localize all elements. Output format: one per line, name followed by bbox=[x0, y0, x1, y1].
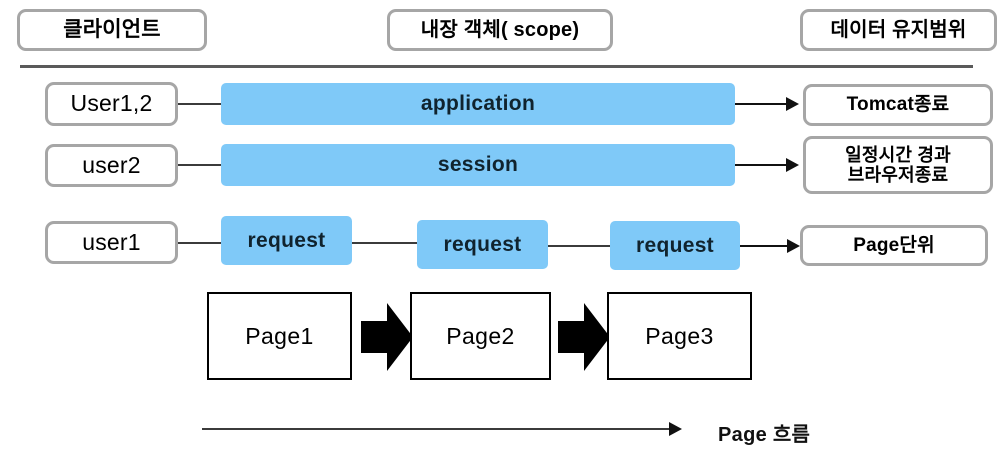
header-lifetime-label: 데이터 유지범위 bbox=[830, 18, 967, 41]
page-box-2-label: Page2 bbox=[446, 322, 515, 349]
scope-bar-session: session bbox=[221, 144, 735, 186]
page-flow-label: Page 흐름 bbox=[718, 424, 811, 446]
connector-user2-to-session bbox=[178, 164, 221, 166]
arrow-session-to-lifetime bbox=[735, 164, 787, 166]
header-divider bbox=[20, 65, 973, 68]
scope-bar-application: application bbox=[221, 83, 735, 125]
client-box-user1: user1 bbox=[45, 221, 178, 264]
client-box-user1-2-label: User1,2 bbox=[70, 90, 153, 117]
scope-bar-session-label: session bbox=[437, 153, 519, 176]
lifetime-box-page-label: Page단위 bbox=[853, 234, 935, 256]
page-box-1: Page1 bbox=[207, 292, 352, 380]
header-client-label: 클라이언트 bbox=[63, 18, 161, 42]
page-box-1-label: Page1 bbox=[245, 322, 314, 349]
arrow-head-application bbox=[786, 97, 799, 111]
lifetime-box-session-label-line1: 일정시간 경과 bbox=[845, 144, 951, 165]
page-box-2: Page2 bbox=[410, 292, 551, 380]
client-box-user1-label: user1 bbox=[82, 228, 141, 255]
page-box-3-label: Page3 bbox=[645, 322, 714, 349]
request-box-2: request bbox=[417, 220, 548, 269]
client-box-user2-label: user2 bbox=[82, 151, 141, 178]
request-box-1-label: request bbox=[247, 228, 326, 252]
lifetime-box-tomcat: Tomcat종료 bbox=[803, 84, 993, 126]
request-box-1: request bbox=[221, 216, 352, 265]
connector-request2-to-request3 bbox=[548, 245, 610, 247]
connector-user1-to-request1 bbox=[178, 242, 221, 244]
client-box-user2: user2 bbox=[45, 144, 178, 187]
header-scope: 내장 객체( scope) bbox=[387, 9, 613, 51]
arrow-head-session bbox=[786, 158, 799, 172]
client-box-user1-2: User1,2 bbox=[45, 82, 178, 126]
header-client: 클라이언트 bbox=[17, 9, 207, 51]
header-lifetime: 데이터 유지범위 bbox=[800, 9, 997, 51]
arrow-request-to-lifetime bbox=[740, 245, 788, 247]
header-scope-label: 내장 객체( scope) bbox=[420, 18, 580, 41]
lifetime-box-session: 일정시간 경과 브라우저종료 bbox=[803, 136, 993, 194]
lifetime-box-tomcat-label: Tomcat종료 bbox=[846, 94, 950, 116]
lifetime-box-session-label-line2: 브라우저종료 bbox=[847, 165, 949, 185]
chevron-arrow-2 bbox=[558, 299, 610, 375]
page-flow-arrow-line bbox=[202, 428, 670, 430]
arrow-head-request bbox=[787, 239, 800, 253]
chevron-arrow-1 bbox=[361, 299, 413, 375]
arrow-application-to-lifetime bbox=[735, 103, 787, 105]
page-flow-arrow-head bbox=[669, 422, 682, 436]
lifetime-box-page: Page단위 bbox=[800, 225, 988, 266]
request-box-3: request bbox=[610, 221, 740, 270]
scope-bar-application-label: application bbox=[420, 92, 536, 115]
request-box-2-label: request bbox=[443, 232, 522, 256]
page-box-3: Page3 bbox=[607, 292, 752, 380]
connector-user1-2-to-application bbox=[178, 103, 221, 105]
connector-request1-to-request2 bbox=[352, 242, 417, 244]
request-box-3-label: request bbox=[636, 233, 714, 257]
